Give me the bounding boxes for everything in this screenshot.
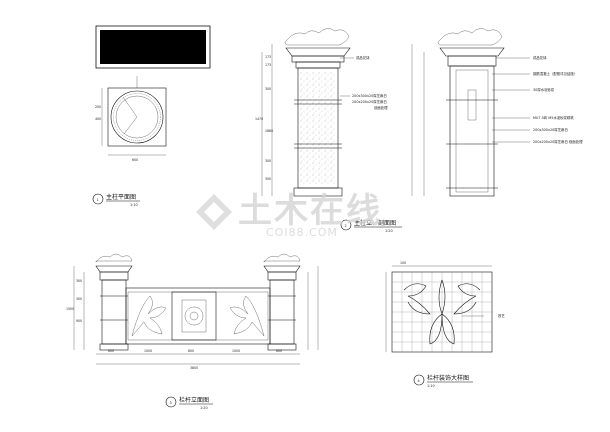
plan-view: 200 400 600 1 主柱平面图 1:10 — [92, 76, 167, 207]
plan-number: 1 — [97, 198, 99, 202]
leaf-ornament-right-icon — [229, 295, 265, 337]
rail-dim-5: 600 — [276, 349, 282, 353]
column-elevation: 173 173 300 1470 1880 300 300 成品花钵 200x3… — [255, 28, 402, 233]
pattern-detail: 100 铁艺 4 栏杆装饰大样图 1:10 — [385, 261, 505, 388]
col-dim-5: 1880 — [265, 129, 273, 133]
plan-dim-1: 200 — [95, 105, 101, 109]
sec-note-5: 200x300x20厚芝麻白 — [533, 127, 568, 132]
plan-dim-3: 600 — [132, 158, 138, 162]
rail-title: 栏杆立面图 — [179, 396, 209, 404]
elev-scale: 1:20 — [385, 229, 393, 233]
pattern-note: 铁艺 — [498, 313, 505, 318]
sec-note-4: MU7.5砖 M5水泥砂浆砌筑 — [533, 115, 574, 120]
leaf-ornament-left-icon — [131, 295, 167, 337]
col-dim-3: 300 — [265, 87, 271, 91]
sec-note-2: 钢筋混凝土（配筋详见结施） — [533, 71, 577, 76]
col-dim-2: 173 — [265, 63, 271, 67]
rail-dim-2: 1000 — [144, 349, 152, 353]
railing-elevation: 600 1000 600 1000 600 3800 300 300 900 1… — [66, 253, 319, 410]
rosette-icon — [184, 306, 204, 326]
col-dim-6: 300 — [265, 159, 271, 163]
sec-note-3: 30厚水泥砂浆 — [533, 87, 555, 92]
pattern-title: 栏杆装饰大样图 — [427, 374, 469, 382]
col-note-1: 成品花钵 — [356, 55, 370, 60]
rail-dim-4: 1000 — [232, 349, 240, 353]
col-dim-7: 300 — [265, 177, 271, 181]
plan-title: 主柱平面图 — [106, 193, 136, 201]
watermark-main: 土木在线 — [238, 191, 382, 231]
col-dim-1: 173 — [265, 55, 271, 59]
title-block-frame — [95, 25, 211, 69]
pattern-scale: 1:10 — [427, 384, 435, 388]
pattern-number: 4 — [418, 379, 420, 383]
rail-dim-3: 600 — [188, 349, 194, 353]
watermark-sub: COI88.COM — [266, 226, 338, 239]
col-note-2: 200x300x20厚芝麻白 — [352, 93, 387, 98]
col-dim-4: 1470 — [255, 117, 263, 121]
pattern-grid-label: 100 — [400, 261, 406, 265]
rail-dim-1: 600 — [108, 349, 114, 353]
plan-scale: 1:10 — [130, 203, 138, 207]
rail-side-2: 300 — [76, 297, 82, 301]
elev-title: 主柱立、剖面图 — [354, 219, 396, 227]
rail-number: 3 — [170, 401, 172, 405]
sec-note-6: 200x200x20厚芝麻白 烧面处理 — [533, 139, 583, 144]
elev-number: 2 — [345, 224, 347, 228]
column-section: 成品花钵 钢筋混凝土（配筋详见结施） 30厚水泥砂浆 MU7.5砖 M5水泥砂浆… — [411, 28, 583, 197]
rail-total: 3800 — [190, 366, 198, 370]
plan-dim-2: 400 — [95, 117, 101, 121]
flower-pot-icon — [284, 28, 350, 46]
sec-note-1: 成品花钵 — [533, 55, 547, 60]
rail-scale: 1:20 — [200, 406, 208, 410]
title-block-fill — [100, 30, 206, 64]
rail-side-3: 900 — [76, 319, 82, 323]
watermark: 土木在线 COI88.COM — [196, 191, 382, 239]
col-note-4: 烧面处理 — [374, 105, 388, 110]
ironwork-ornament-icon — [403, 279, 481, 345]
rail-side-1: 300 — [76, 279, 82, 283]
col-note-3: 200x200x20厚芝麻白 — [352, 99, 387, 104]
rail-side-4: 1500 — [66, 307, 74, 311]
